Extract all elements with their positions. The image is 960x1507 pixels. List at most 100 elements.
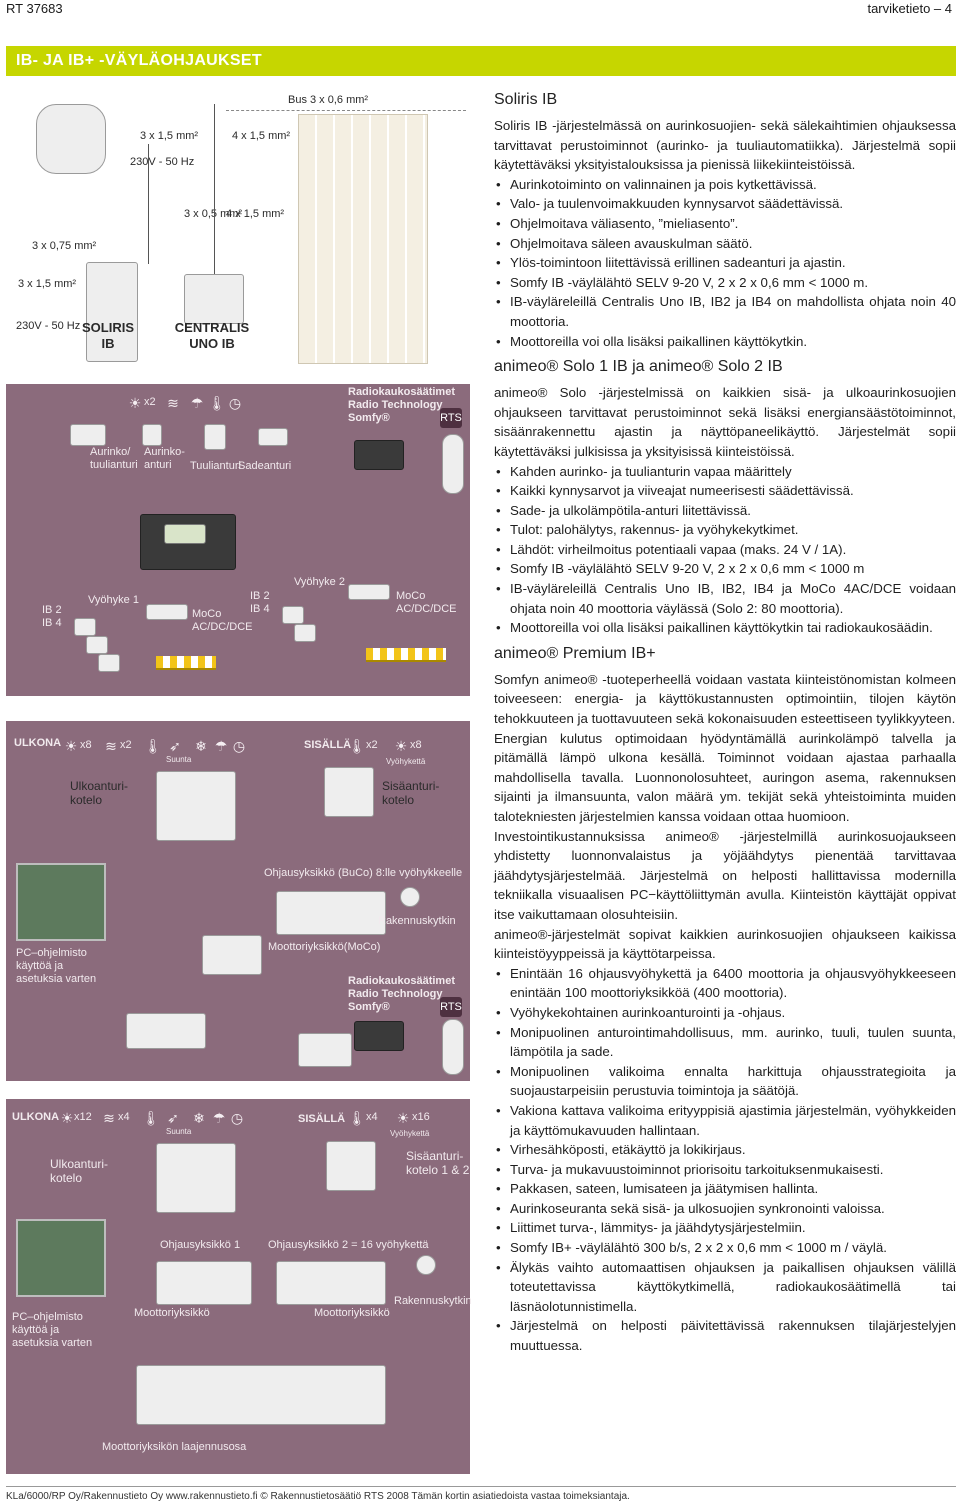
page-footer: KLa/6000/RP Oy/Rakennustieto Oy www.rake… bbox=[6, 1491, 630, 1502]
wind-icon: ≋ bbox=[167, 395, 179, 411]
control-unit-1 bbox=[156, 1261, 252, 1305]
building-switch bbox=[400, 887, 420, 907]
card-type: tarviketieto – 4 bbox=[867, 1, 952, 16]
indoor-sun-count: x8 bbox=[410, 739, 422, 751]
list-item: Moottoreilla voi olla lisäksi paikalline… bbox=[494, 332, 956, 352]
list-item: Somfy IB -väylälähtö SELV 9-20 V, 2 x 2 … bbox=[494, 273, 956, 293]
clock-icon: ◷ bbox=[228, 395, 242, 411]
moco-unit-a bbox=[202, 935, 262, 975]
moco-right-label: MoCo AC/DC/DCE bbox=[396, 590, 457, 616]
rts-remote bbox=[442, 1019, 464, 1075]
control-unit-2 bbox=[276, 1261, 386, 1305]
list-item: Enintään 16 ohjausvyöhykettä ja 6400 moo… bbox=[494, 964, 956, 1003]
motor-unit-1-label: Moottoriyksikkö bbox=[134, 1307, 210, 1319]
list-item: Moottoreilla voi olla lisäksi paikalline… bbox=[494, 618, 956, 638]
radio-remote-label: Radiokaukosäätimet Radio Technology Somf… bbox=[348, 975, 455, 1014]
ib-relay-left-label: IB 2 IB 4 bbox=[42, 604, 62, 630]
animeo-solo-features: Kahden aurinko- ja tuulianturin vapaa mä… bbox=[494, 462, 956, 638]
soliris-intro: Soliris IB -järjestelmässä on aurinkosuo… bbox=[494, 118, 956, 173]
section-title-band: IB- JA IB+ -VÄYLÄOHJAUKSET bbox=[6, 46, 956, 76]
rain-icon: ☂ bbox=[190, 395, 204, 411]
indoor-sensor-box bbox=[324, 767, 374, 817]
wind-count: x4 bbox=[118, 1111, 130, 1123]
outdoor-sensor-box-label: Ulkoanturi- kotelo bbox=[50, 1157, 109, 1186]
sun-icon: ☀ bbox=[396, 1110, 410, 1126]
pc-software-screen bbox=[16, 863, 106, 941]
article-text: Soliris IB Soliris IB -järjestelmässä on… bbox=[494, 90, 956, 1362]
list-item: Aurinkoseuranta sekä sisä- ja ulkosuojie… bbox=[494, 1199, 956, 1219]
indoor-heading: SISÄLLÄ bbox=[304, 739, 352, 751]
list-item: IB-väyläreleillä Centralis Uno IB, IB2 j… bbox=[494, 292, 956, 331]
rts-remote bbox=[442, 434, 464, 494]
rain-icon: ☂ bbox=[214, 738, 228, 754]
cable-label-3: 230V - 50 Hz bbox=[130, 156, 195, 168]
heading-soliris: Soliris IB bbox=[494, 91, 558, 108]
building-switch bbox=[416, 1255, 436, 1275]
thermometer-icon: 🌡 bbox=[144, 738, 162, 754]
list-item: Sade- ja ulkolämpötila-anturi liitettävi… bbox=[494, 501, 956, 521]
outdoor-heading: ULKONA bbox=[14, 737, 62, 749]
centralis-label: CENTRALIS UNO IB bbox=[174, 320, 250, 351]
sensor-multiplier: x2 bbox=[144, 396, 156, 408]
ib-relay-mid-label: IB 2 IB 4 bbox=[250, 590, 270, 616]
snowflake-icon: ❄ bbox=[193, 1110, 205, 1126]
sensor-label-wind: Tuulianturi bbox=[190, 460, 241, 472]
cable-label-6: 4 x 1,5 mm² bbox=[226, 208, 285, 220]
cable-drop-2 bbox=[214, 104, 215, 274]
blinds-illustration bbox=[298, 114, 428, 364]
sensor-label-sun: Aurinko- anturi bbox=[144, 446, 185, 472]
sun-count: x8 bbox=[80, 739, 92, 751]
cable-drop-1 bbox=[148, 144, 149, 264]
premium-investment: Investointikustannuksissa animeo® -järje… bbox=[494, 828, 956, 922]
wind-icon: ≋ bbox=[105, 738, 117, 754]
awning-right bbox=[366, 648, 446, 662]
sun-icon: ☀ bbox=[394, 738, 408, 754]
sensor-label-rain: Sadeanturi bbox=[238, 460, 292, 472]
outdoor-sensor-box-label: Ulkoanturi- kotelo bbox=[70, 779, 129, 808]
indoor-temp-count: x4 bbox=[366, 1111, 378, 1123]
list-item: IB-väyläreleillä Centralis Uno IB, IB2, … bbox=[494, 579, 956, 618]
list-item: Kaikki kynnysarvot ja viiveajat numeeris… bbox=[494, 481, 956, 501]
list-item: Ohjelmoitava säleen avauskulman säätö. bbox=[494, 234, 956, 254]
wind-sensor bbox=[204, 424, 226, 450]
building-switch-label: Rakennuskytkin bbox=[394, 1295, 472, 1307]
ib-relay-5 bbox=[294, 624, 316, 642]
rts-badge: RTS bbox=[440, 997, 462, 1017]
wind-icon: ≋ bbox=[103, 1110, 115, 1126]
list-item: Turva- ja mukavuustoiminnot priorisoitu … bbox=[494, 1160, 956, 1180]
soliris-sensor-device bbox=[36, 104, 106, 174]
control-unit-1-label: Ohjausyksikkö 1 bbox=[160, 1239, 241, 1251]
premium-energy: Energian kulutus optimoidaan hyödyntämäl… bbox=[494, 730, 956, 824]
zone-count-label: Vyöhykettä bbox=[386, 757, 426, 766]
motor-expansion-units bbox=[136, 1365, 386, 1425]
snowflake-icon: ❄ bbox=[195, 738, 207, 754]
wind-direction-icon: ➶ bbox=[169, 738, 181, 754]
sensor-label-sun-wind: Aurinko/ tuulianturi bbox=[90, 446, 138, 472]
cable-label-2: 4 x 1,5 mm² bbox=[232, 130, 291, 142]
centralis-uno-ib-lower bbox=[184, 274, 244, 324]
list-item: Järjestelmä on helposti päivitettävissä … bbox=[494, 1316, 956, 1355]
clock-icon: ◷ bbox=[232, 738, 246, 754]
premium-suitability: animeo®-järjestelmät sopivat kaikkien au… bbox=[494, 926, 956, 962]
heading-animeo-premium: animeo® Premium IB+ bbox=[494, 644, 656, 662]
wiring-diagram: Bus 3 x 0,6 mm² 3 x 1,5 mm² 4 x 1,5 mm² … bbox=[6, 84, 472, 1479]
list-item: Monipuolinen valikoima ennalta harkittuj… bbox=[494, 1062, 956, 1101]
bus-cable-line bbox=[226, 110, 466, 111]
sun-count: x12 bbox=[74, 1111, 92, 1123]
rain-sensor bbox=[258, 428, 288, 446]
list-item: Virhesähköposti, etäkäyttö ja lokikirjau… bbox=[494, 1140, 956, 1160]
premium-intro: Somfyn animeo® -tuoteperheellä voidaan v… bbox=[494, 671, 956, 727]
animeo-premium-panel-8: ULKONA ☀ x8 ≋ x2 🌡 ➶ Suunta ❄ ☂ ◷ SISÄLL… bbox=[6, 721, 470, 1081]
list-item: Valo- ja tuulenvoimakkuuden kynnysarvot … bbox=[494, 194, 956, 214]
list-item: Pakkasen, sateen, lumisateen ja jäätymis… bbox=[494, 1179, 956, 1199]
zone-1-label: Vyöhyke 1 bbox=[88, 594, 139, 606]
soliris-ib-controller bbox=[86, 262, 138, 362]
pc-software-screen bbox=[16, 1219, 106, 1297]
list-item: Aurinkotoiminto on valinnainen ja pois k… bbox=[494, 175, 956, 195]
animeo-solo-panel: ☀ x2 ≋ ☂ 🌡 ◷ Aurinko/ tuulianturi Aurink… bbox=[6, 384, 470, 696]
sun-icon: ☀ bbox=[64, 738, 78, 754]
sun-wind-sensor bbox=[70, 424, 106, 446]
indoor-sensor-box bbox=[326, 1141, 376, 1191]
bucu-label: Ohjausyksikkö (BuCo) 8:lle vyöhykkeelle bbox=[264, 867, 463, 879]
motor-expansion-label: Moottoriyksikön laajennusosa bbox=[102, 1441, 247, 1453]
